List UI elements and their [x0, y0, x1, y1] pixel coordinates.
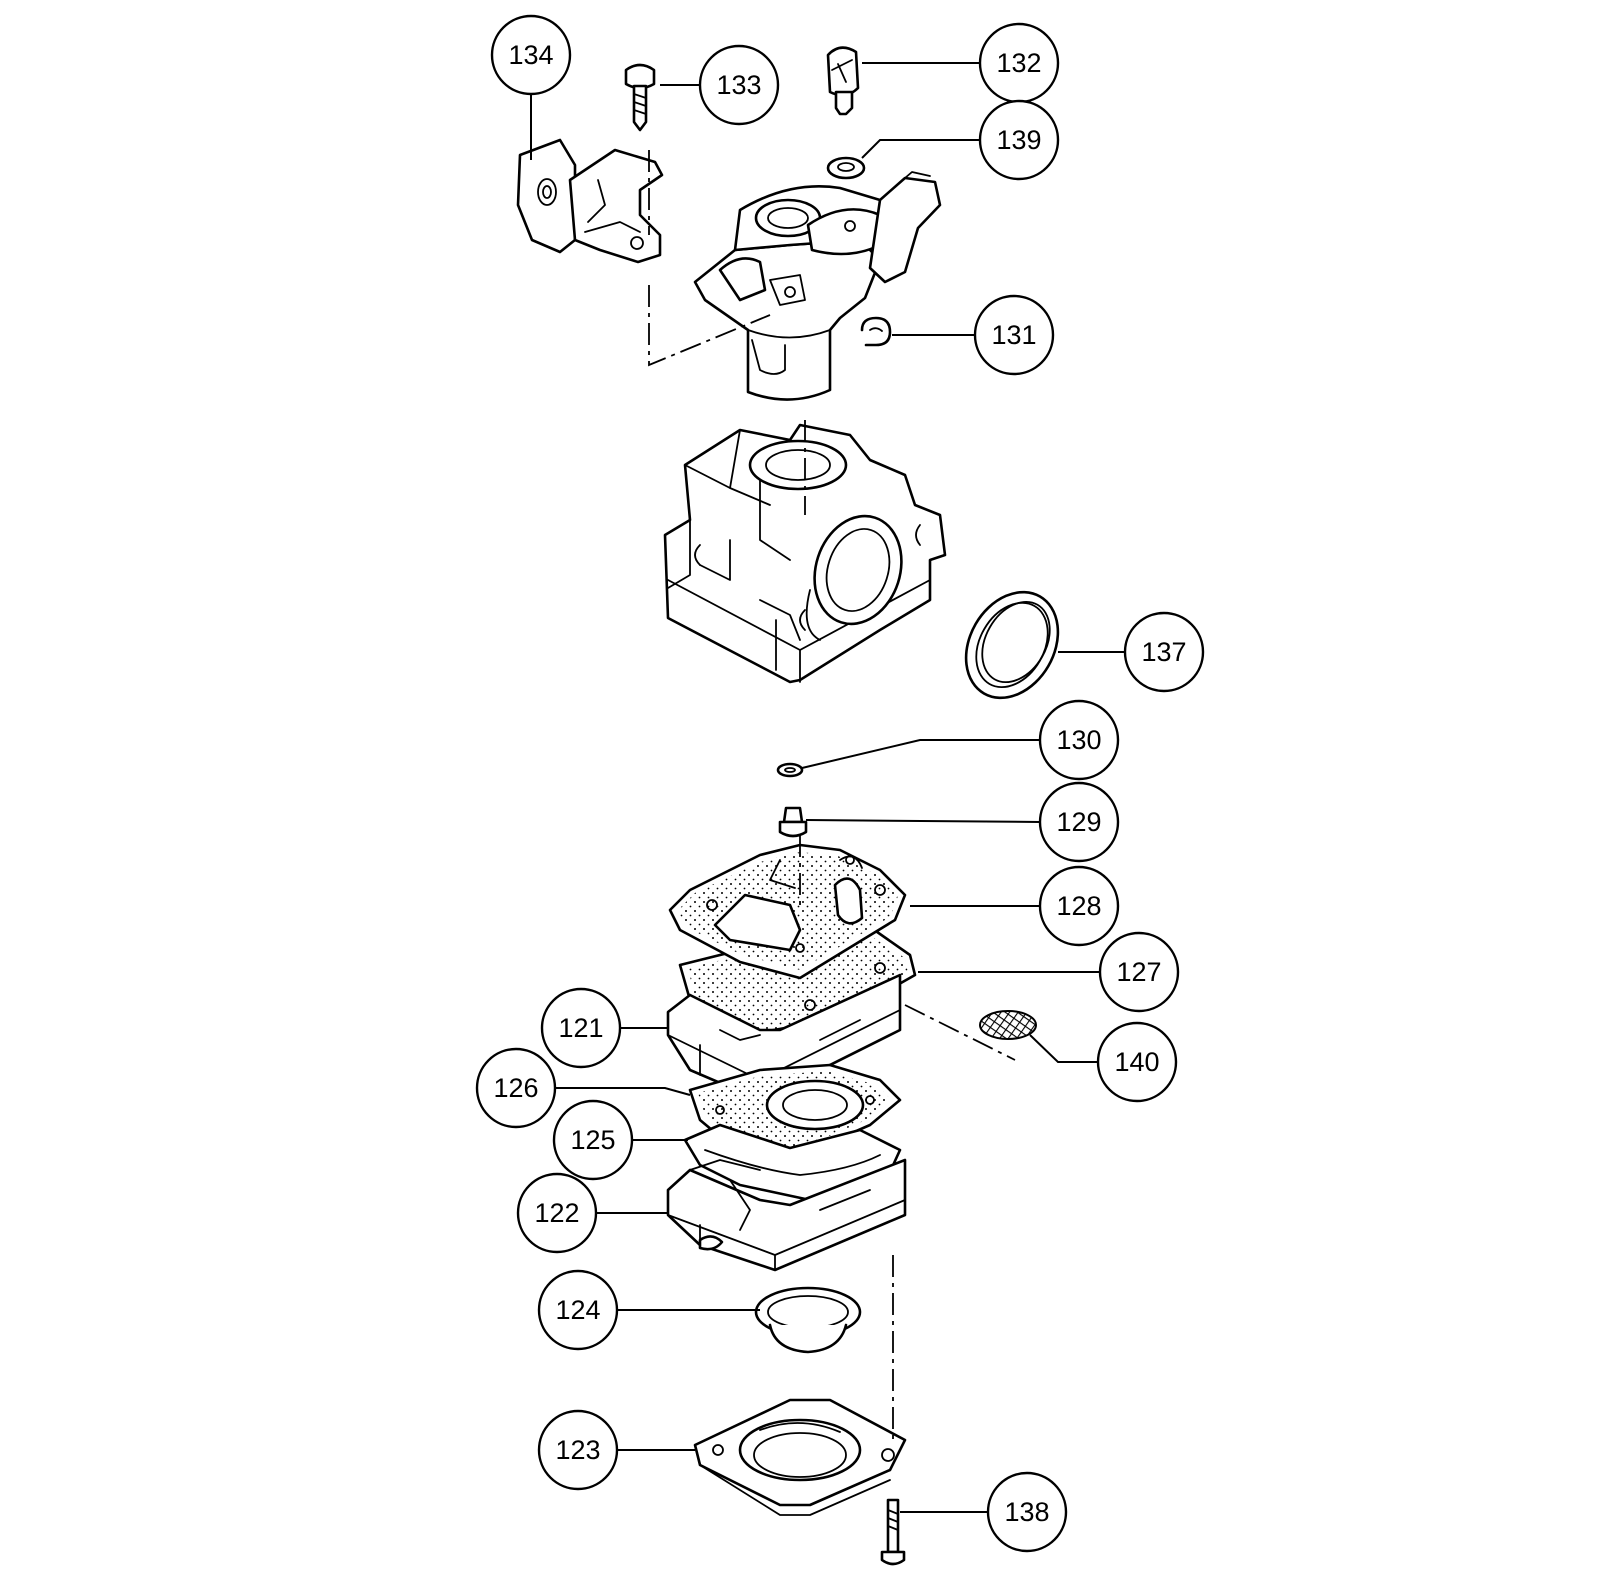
callout-130: 130 — [1038, 699, 1120, 781]
callout-label-138: 138 — [1004, 1497, 1049, 1527]
callouts: 134 133 132 139 131 137 130 129 128 127 … — [475, 14, 1205, 1553]
part-139-washer — [826, 156, 866, 180]
leader-lines — [530, 62, 1125, 1513]
callout-129: 129 — [1038, 781, 1120, 863]
callout-label-137: 137 — [1141, 637, 1186, 667]
part-132-screw — [826, 46, 860, 116]
alignment-lines — [648, 150, 1016, 1440]
callout-label-139: 139 — [996, 125, 1041, 155]
callout-138: 138 — [986, 1471, 1068, 1553]
callout-label-127: 127 — [1116, 957, 1161, 987]
callout-137: 137 — [1123, 611, 1205, 693]
callout-label-123: 123 — [555, 1435, 600, 1465]
part-128-gasket — [668, 843, 907, 980]
callout-126: 126 — [475, 1047, 557, 1129]
part-130-washer — [776, 762, 804, 778]
callout-122: 122 — [516, 1172, 598, 1254]
callout-132: 132 — [978, 22, 1060, 104]
callout-123: 123 — [537, 1409, 619, 1491]
callout-label-126: 126 — [493, 1073, 538, 1103]
callout-label-130: 130 — [1056, 725, 1101, 755]
part-125-diaphragm — [683, 1123, 902, 1202]
part-131-clip — [860, 316, 892, 347]
part-133-screw — [624, 63, 656, 132]
callout-label-134: 134 — [508, 40, 553, 70]
part-throttle-barrel — [693, 171, 942, 401]
callout-128: 128 — [1038, 865, 1120, 947]
callout-124: 124 — [537, 1269, 619, 1351]
part-138-screw — [880, 1498, 906, 1566]
part-134-lever — [516, 138, 664, 264]
part-124-cup — [754, 1286, 862, 1354]
callout-label-131: 131 — [991, 320, 1036, 350]
callout-140: 140 — [1096, 1021, 1178, 1103]
callout-139: 139 — [978, 99, 1060, 181]
callout-label-122: 122 — [534, 1198, 579, 1228]
callout-134: 134 — [490, 14, 572, 96]
callout-label-129: 129 — [1056, 807, 1101, 837]
part-137-ring — [964, 590, 1060, 700]
callout-131: 131 — [973, 294, 1055, 376]
callout-label-121: 121 — [558, 1013, 603, 1043]
callout-label-132: 132 — [996, 48, 1041, 78]
part-122-block — [666, 1158, 907, 1272]
part-140-filter — [979, 1010, 1037, 1040]
part-127-gasket — [678, 918, 917, 1042]
callout-label-140: 140 — [1114, 1047, 1159, 1077]
callout-label-124: 124 — [555, 1295, 600, 1325]
part-123-cover — [693, 1398, 907, 1516]
callout-127: 127 — [1098, 931, 1180, 1013]
callout-121: 121 — [540, 987, 622, 1069]
callout-133: 133 — [698, 44, 780, 126]
callout-125: 125 — [552, 1099, 634, 1181]
callout-label-133: 133 — [716, 70, 761, 100]
part-129-plug — [778, 806, 808, 838]
part-carburetor-body — [663, 423, 947, 684]
callout-label-128: 128 — [1056, 891, 1101, 921]
callout-label-125: 125 — [570, 1125, 615, 1155]
